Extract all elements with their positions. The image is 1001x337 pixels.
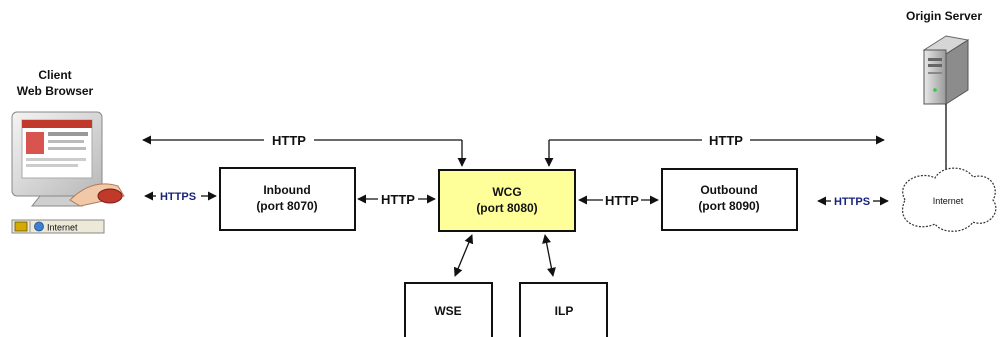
browser-status-bar: Internet xyxy=(11,219,105,234)
internet-cloud-label: Internet xyxy=(933,196,964,206)
client-https-label: HTTPS xyxy=(160,191,196,203)
outbound-label: Outbound xyxy=(700,183,757,197)
inbound-label: Inbound xyxy=(263,183,310,197)
lock-icon xyxy=(14,221,28,232)
wcg-box xyxy=(438,169,576,232)
client-label-line1: Client xyxy=(38,68,71,82)
wcg-label: WCG xyxy=(492,185,521,199)
ilp-label: ILP xyxy=(555,304,574,318)
origin-server-label: Origin Server xyxy=(906,9,982,23)
wse-label: WSE xyxy=(434,304,461,318)
outbound-box xyxy=(661,168,798,231)
outbound-https-label: HTTPS xyxy=(834,196,870,208)
wse-box xyxy=(404,282,493,337)
status-bar-zone-label: Internet xyxy=(47,223,78,233)
top-left-http-label: HTTP xyxy=(272,133,306,148)
internet-cloud-icon xyxy=(902,167,997,232)
ilp-box xyxy=(519,282,608,337)
outbound-port-label: (port 8090) xyxy=(698,199,759,213)
globe-icon xyxy=(34,221,44,232)
wcg-outbound-http-label: HTTP xyxy=(605,193,639,208)
inbound-port-label: (port 8070) xyxy=(256,199,317,213)
top-right-http-label: HTTP xyxy=(709,133,743,148)
inbound-wcg-http-label: HTTP xyxy=(381,192,415,207)
client-label-line2: Web Browser xyxy=(17,84,94,98)
wcg-ilp-line xyxy=(542,234,556,277)
client-computer-icon xyxy=(11,111,125,207)
wcg-wse-line xyxy=(453,234,474,277)
server-icon xyxy=(922,35,970,105)
inbound-box xyxy=(219,167,356,231)
wcg-port-label: (port 8080) xyxy=(476,201,537,215)
